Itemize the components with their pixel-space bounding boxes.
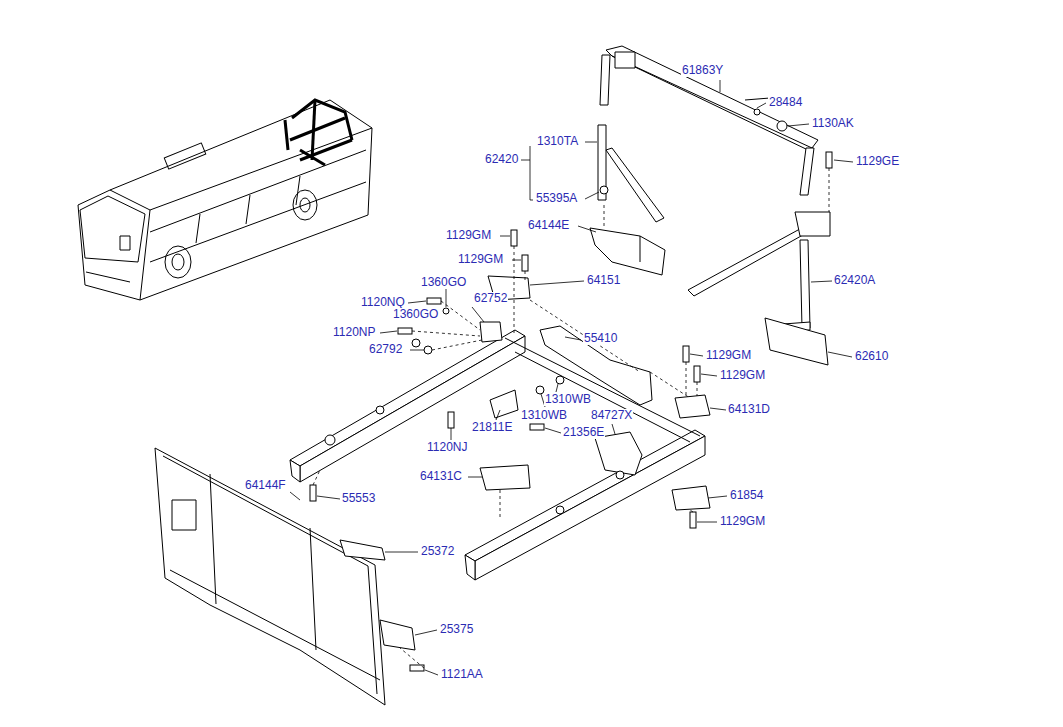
- callout-number: 1120NJ: [426, 441, 468, 454]
- highlighted-frame: [285, 100, 352, 165]
- callout-number: 55410: [583, 332, 618, 345]
- callout-number: 1129GM: [457, 253, 504, 266]
- callout-number: 62752: [473, 292, 508, 305]
- upper-frame: [488, 46, 830, 365]
- rear-panel: [155, 448, 415, 705]
- callout-number: 21811E: [471, 421, 513, 434]
- chassis-frame: [290, 322, 710, 580]
- callout-number: 1360GO: [392, 308, 439, 321]
- callout-number: 62420A: [833, 274, 876, 287]
- callout-number: 1360GO: [420, 276, 467, 289]
- callout-number: 55395A: [535, 192, 578, 205]
- callout-number: 84727X: [590, 409, 633, 422]
- callout-number: 1129GM: [719, 369, 766, 382]
- callout-number: 1129GM: [705, 349, 752, 362]
- fasteners: [310, 152, 832, 671]
- callout-number: 64144E: [527, 219, 570, 232]
- callout-number: 25372: [420, 545, 455, 558]
- callout-number: 62792: [368, 343, 403, 356]
- callout-number: 1129GM: [445, 229, 492, 242]
- callout-number: 1121AA: [440, 668, 484, 681]
- callout-number: 62420: [484, 153, 519, 166]
- assembly-lines: [313, 168, 829, 668]
- callout-number: 1310WB: [520, 409, 568, 422]
- callout-number: 1129GM: [719, 515, 766, 528]
- callout-number: 61854: [729, 489, 764, 502]
- callout-number: 25375: [439, 623, 474, 636]
- callout-number: 64131D: [727, 403, 771, 416]
- callout-number: 21356E: [562, 426, 605, 439]
- callout-number: 28484: [768, 96, 803, 109]
- callout-number: 1120NP: [332, 326, 376, 339]
- callout-number: 1130AK: [811, 117, 855, 130]
- callout-number: 64131C: [419, 470, 463, 483]
- callout-number: 1310TA: [536, 135, 579, 148]
- leader-lines: [290, 80, 853, 675]
- callout-number: 64151: [586, 274, 621, 287]
- callout-number: 61863Y: [681, 64, 724, 77]
- callout-number: 55553: [341, 492, 376, 505]
- callout-number: 64144F: [244, 479, 287, 492]
- callout-number: 1310WB: [544, 393, 592, 406]
- bus-sketch: [78, 100, 372, 300]
- callout-number: 1129GE: [855, 155, 900, 168]
- callout-number: 62610: [854, 350, 889, 363]
